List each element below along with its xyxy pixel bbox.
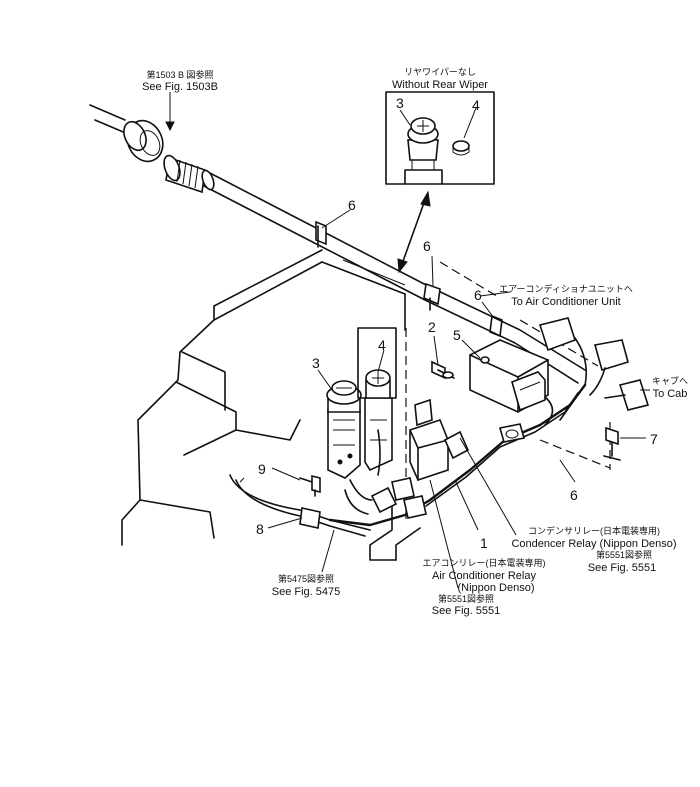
bolt-9 [299,474,321,497]
part-number-inset-3: 3 [396,95,404,111]
label-fig5551b-jp: 第5551図参照 [438,593,494,604]
bolt-2 [431,360,455,380]
label-cab-jp: キャブへ [652,375,688,386]
harness-main-tube [89,104,586,384]
part-number-bolt-2: 2 [428,319,436,335]
part-number-bolt-9: 9 [258,461,266,477]
inset-box [385,91,495,185]
part-numbers: 3 4 6 6 6 6 2 5 3 4 7 9 8 1 [256,95,658,551]
label-ac-unit-en: To Air Conditioner Unit [511,296,620,308]
relay-unit-5 [469,339,549,413]
label-fig5551b-en: See Fig. 5551 [432,605,501,617]
part-number-clip-6b: 6 [423,238,431,254]
part-number-clip-6d: 6 [570,487,578,503]
label-condenser-jp: コンデンサリレー(日本電装専用) [528,525,660,536]
label-ac-relay-jp: エアコンリレー(日本電装専用) [423,557,546,568]
switch-3 [326,380,362,479]
label-fig5475-en: See Fig. 5475 [272,586,341,598]
label-no-rear-wiper-jp: リヤワイパーなし [404,67,476,77]
part-number-switch-4: 4 [378,337,386,353]
label-fig1503-en: See Fig. 1503B [142,81,218,93]
label-fig5475-jp: 第5475図参照 [278,573,334,584]
label-ac-relay-en1: Air Conditioner Relay [432,570,536,582]
clip-6-upper [315,220,327,248]
part-number-clip-6a: 6 [348,197,356,213]
part-number-inset-4: 4 [472,97,480,113]
part-number-clamp-8: 8 [256,521,264,537]
left-cable-clamp-8 [229,474,371,537]
part-number-clip-6c: 6 [474,287,482,303]
label-cab-en: To Cab [653,388,688,400]
relay-box [409,398,470,481]
bolt-7 [603,426,621,461]
plug-connector [163,154,215,194]
part-number-harness-1: 1 [480,535,488,551]
part-number-bolt-7: 7 [650,431,658,447]
label-fig5551a-en: See Fig. 5551 [588,562,657,574]
machine-body-outline [121,249,421,561]
connector-cluster [344,477,427,519]
label-ac-unit-jp: エアーコンディショナユニットへ [499,283,633,294]
right-connectors [538,317,650,426]
part-number-switch-3: 3 [312,355,320,371]
label-no-rear-wiper-en: Without Rear Wiper [392,79,488,91]
switch-4 [357,327,397,476]
label-ac-relay-en2: (Nippon Denso) [457,582,534,594]
text-labels: 第1503 B 図参照 See Fig. 1503B リヤワイパーなし With… [142,67,688,617]
label-fig5551a-jp: 第5551図参照 [596,549,652,560]
inset-arrow [397,190,431,274]
clip-6-middle [423,282,503,337]
connector-grommet [123,119,164,163]
callout-leaders [165,92,650,589]
part-number-relay-5: 5 [453,327,461,343]
lower-harness [328,383,587,527]
label-fig1503-jp: 第1503 B 図参照 [146,69,213,80]
label-condenser-en: Condencer Relay (Nippon Denso) [511,538,676,550]
